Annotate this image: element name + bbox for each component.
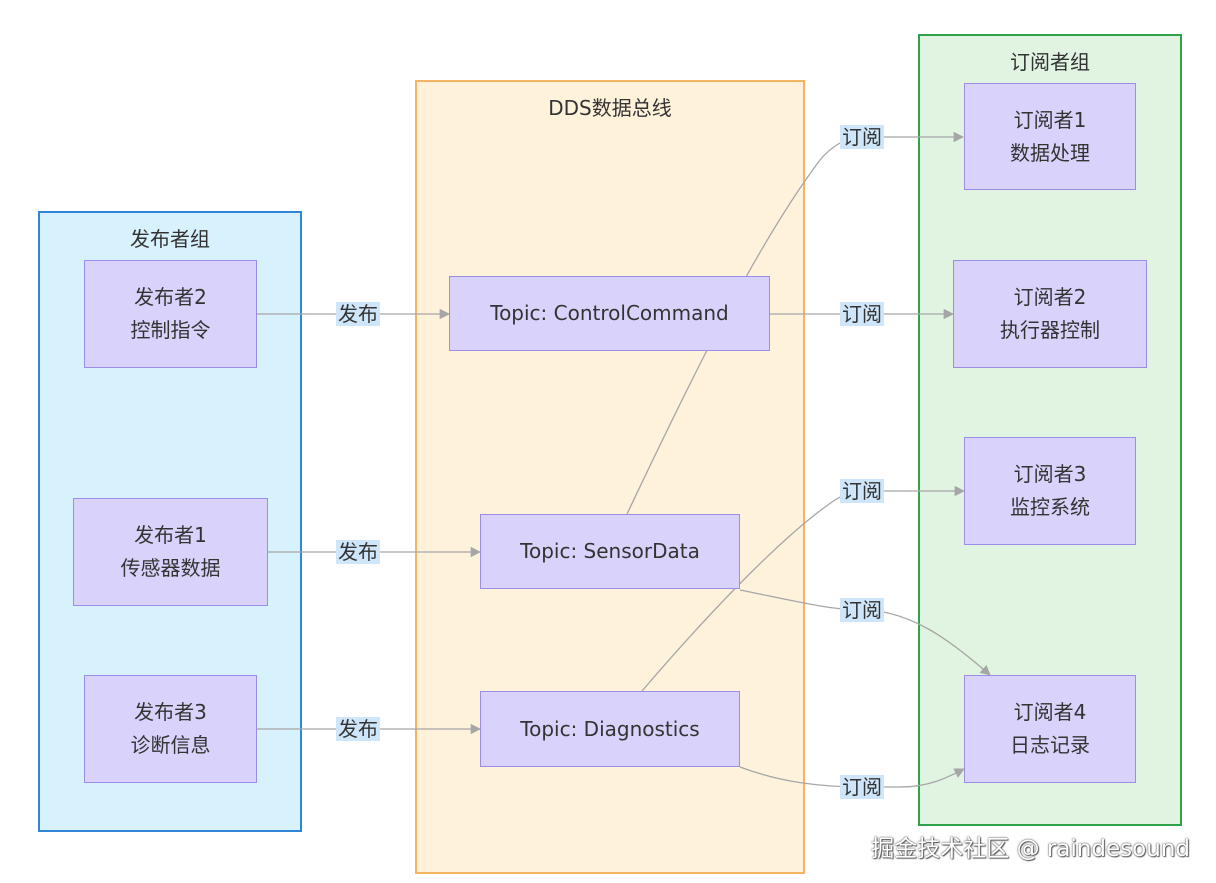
node-subtitle: 执行器控制 [1000, 318, 1100, 342]
dds-bus-group-title: DDS数据总线 [548, 96, 672, 120]
node-title: 订阅者4 [1013, 700, 1087, 724]
edge-label-subscribe: 订阅 [840, 598, 884, 622]
topic-label: Topic: ControlCommand [490, 301, 729, 325]
node-subtitle: 数据处理 [1010, 140, 1090, 165]
edge-label-subscribe: 订阅 [840, 125, 884, 149]
node-subtitle: 日志记录 [1010, 733, 1090, 757]
topic-controlcommand-node[interactable]: Topic: ControlCommand [449, 276, 770, 351]
edge-label-subscribe: 订阅 [840, 302, 884, 326]
subscriber-2-node[interactable]: 订阅者2 执行器控制 [953, 260, 1147, 368]
edge-label-publish: 发布 [336, 717, 380, 741]
topic-diagnostics-node[interactable]: Topic: Diagnostics [480, 691, 740, 767]
edge-label-publish: 发布 [336, 540, 380, 564]
node-subtitle: 传感器数据 [120, 556, 221, 580]
node-title: 订阅者3 [1013, 462, 1087, 486]
edge-label-subscribe: 订阅 [840, 479, 884, 503]
topic-label: Topic: SensorData [520, 539, 700, 563]
node-title: 订阅者2 [1013, 285, 1087, 309]
edge-label-subscribe: 订阅 [840, 775, 884, 799]
subscriber-group-title: 订阅者组 [1010, 50, 1090, 74]
node-subtitle: 监控系统 [1010, 495, 1090, 519]
topic-label: Topic: Diagnostics [520, 716, 700, 741]
publisher-group-title: 发布者组 [130, 227, 210, 251]
node-title: 订阅者1 [1013, 107, 1087, 132]
node-subtitle: 诊断信息 [130, 733, 211, 757]
publisher-3-node[interactable]: 发布者3 诊断信息 [84, 675, 257, 783]
node-title: 发布者3 [134, 700, 207, 724]
subscriber-1-node[interactable]: 订阅者1 数据处理 [964, 83, 1136, 190]
subscriber-3-node[interactable]: 订阅者3 监控系统 [964, 437, 1136, 545]
edge-label-publish: 发布 [336, 302, 380, 326]
node-title: 发布者2 [134, 285, 207, 309]
topic-sensordata-node[interactable]: Topic: SensorData [480, 514, 740, 589]
node-title: 发布者1 [134, 523, 207, 547]
node-subtitle: 控制指令 [130, 318, 211, 342]
watermark-text: 掘金技术社区 @ raindesound [871, 836, 1190, 862]
publisher-2-node[interactable]: 发布者2 控制指令 [84, 260, 257, 368]
publisher-1-node[interactable]: 发布者1 传感器数据 [73, 498, 268, 606]
subscriber-4-node[interactable]: 订阅者4 日志记录 [964, 675, 1136, 783]
